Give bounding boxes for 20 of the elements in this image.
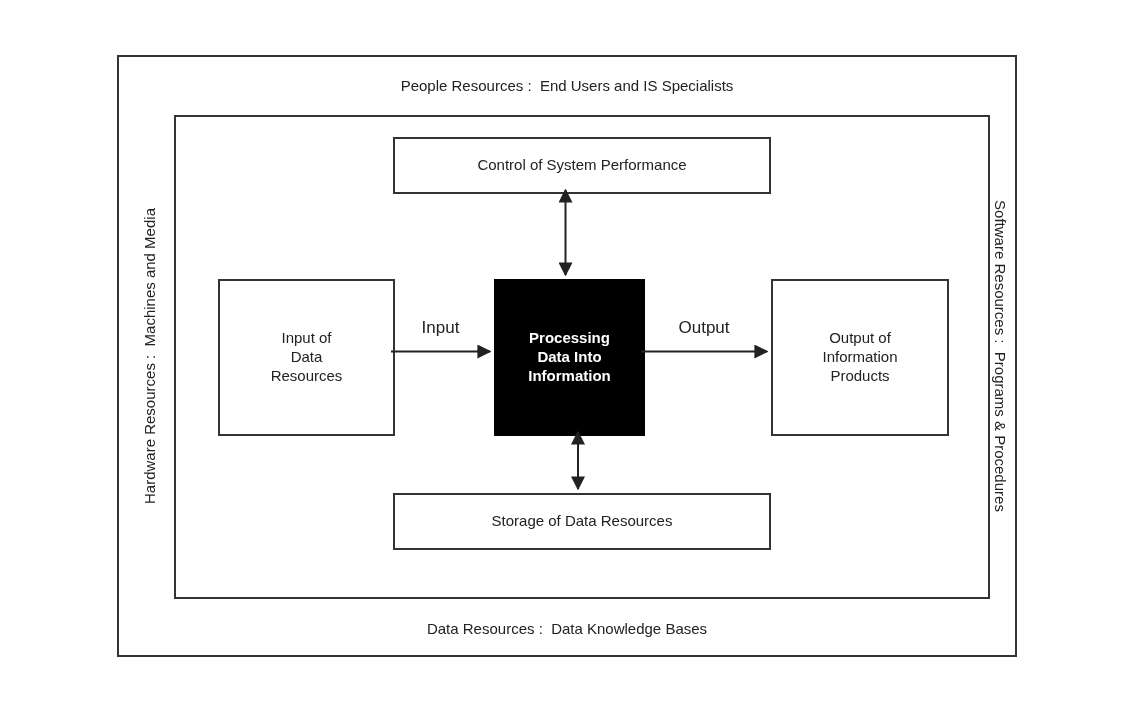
process-box <box>494 279 645 436</box>
arrow <box>390 344 492 359</box>
box-text: Output of Information Products <box>821 329 899 386</box>
resource-label: Hardware Resources : Machines and Media <box>141 208 159 504</box>
box-text: Control of System Performance <box>476 156 688 175</box>
arrow <box>558 188 573 277</box>
frame-box <box>174 115 990 599</box>
step-box <box>393 137 771 194</box>
step-box <box>771 279 949 436</box>
resource-label: Data Resources : Data Knowledge Bases <box>425 620 709 639</box>
resource-label: Software Resources : Programs & Procedures <box>991 200 1009 512</box>
arrow <box>571 430 585 491</box>
step-box <box>218 279 395 436</box>
box-text: Processing Data Into Information <box>527 329 612 386</box>
resource-label: People Resources : End Users and IS Specialists <box>399 77 735 96</box>
box-text: Storage of Data Resources <box>490 512 674 531</box>
frame-box <box>117 55 1017 657</box>
step-box <box>393 493 771 550</box>
arrow <box>640 344 769 359</box>
box-text: Input of Data Resources <box>269 329 344 386</box>
